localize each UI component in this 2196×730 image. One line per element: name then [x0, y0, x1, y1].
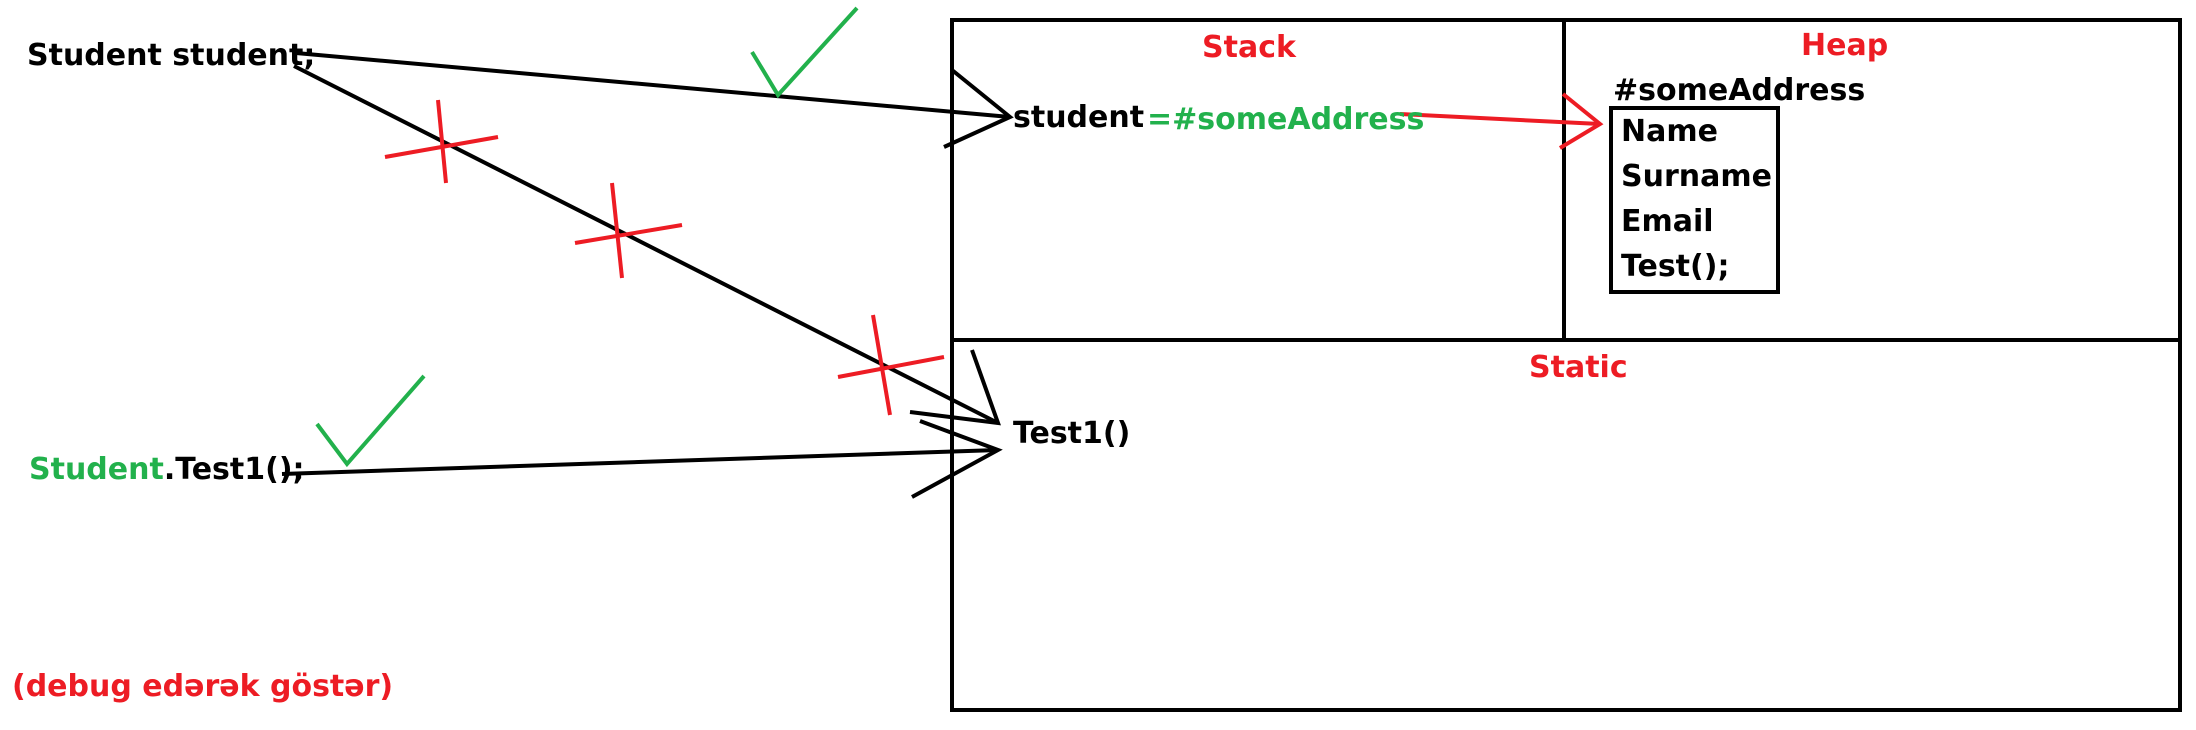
cross-mark-1	[384, 99, 499, 184]
stack-variable-value: =#someAddress	[1147, 102, 1425, 137]
heap-field-email: Email	[1621, 204, 1714, 239]
stack-variable-name: student	[1013, 100, 1145, 135]
static-method: Test1()	[1013, 416, 1131, 451]
check-mark-static-call	[315, 374, 426, 468]
heap-address: #someAddress	[1613, 73, 1866, 108]
stack-arrowhead	[943, 68, 1014, 149]
cross-mark-2	[574, 182, 683, 279]
declaration-text: Student student;	[27, 38, 316, 73]
heap-title: Heap	[1801, 28, 1889, 63]
address-to-heap-arrow	[1399, 112, 1601, 126]
declaration-to-static-arrow	[293, 64, 999, 425]
heap-object-box	[1609, 106, 1780, 294]
stack-title: Stack	[1202, 30, 1296, 65]
check-mark-declaration	[750, 6, 859, 99]
declaration-to-stack-arrow	[295, 51, 1011, 119]
static-title: Static	[1529, 350, 1628, 385]
heap-field-name: Name	[1621, 114, 1718, 149]
debug-note: (debug edərək göstər)	[12, 669, 394, 704]
static-arrowhead-lower	[911, 419, 1003, 499]
static-call-class: Student	[29, 452, 164, 487]
static-call-text: Student.Test1();	[29, 455, 305, 485]
static-call-arrow	[281, 448, 999, 476]
heap-arrowhead	[1558, 92, 1604, 150]
cross-mark-3	[837, 314, 945, 416]
heap-field-surname: Surname	[1621, 159, 1772, 194]
static-call-method: .Test1();	[163, 452, 305, 487]
heap-field-test: Test();	[1621, 249, 1730, 284]
static-arrowhead-upper	[909, 349, 1001, 426]
